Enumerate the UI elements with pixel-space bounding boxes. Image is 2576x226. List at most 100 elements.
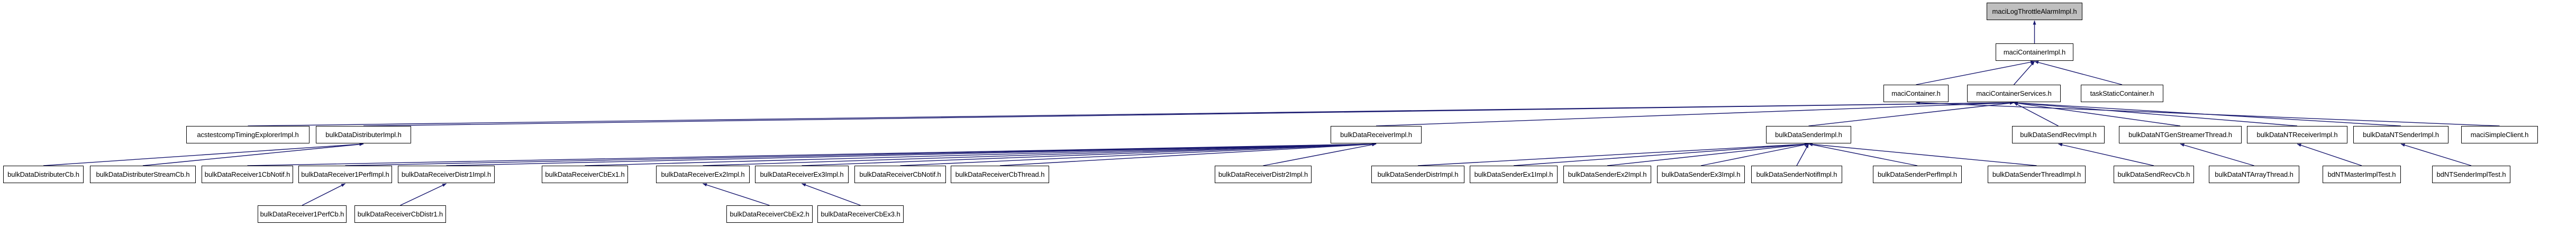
graph-node[interactable]: maciSimpleClient.h [2461, 126, 2538, 143]
graph-edge [2180, 143, 2254, 166]
graph-edge [1513, 142, 1809, 166]
graph-edge [345, 142, 1377, 166]
graph-node[interactable]: maciLogThrottleAlarmImpl.h [1987, 3, 2082, 20]
graph-node-label: bulkDataReceiverCbEx1.h [545, 170, 625, 178]
graph-node-label: bdNTSenderImplTest.h [2436, 170, 2506, 178]
graph-node-label: bulkDataReceiverEx3Impl.h [760, 170, 844, 178]
graph-node[interactable]: bulkDataDistributerStreamCb.h [90, 166, 196, 183]
graph-node-label: bulkDataReceiverCbEx2.h [730, 210, 809, 218]
graph-node[interactable]: acstestcompTimingExplorerImpl.h [186, 126, 310, 143]
graph-node-label: bulkDataReceiverImpl.h [1340, 131, 1412, 139]
graph-edge [1263, 143, 1377, 166]
graph-node[interactable]: bulkDataReceiverEx2Impl.h [656, 166, 750, 183]
graph-edge [363, 101, 2014, 126]
graph-node-label: bulkDataReceiver1PerfCb.h [260, 210, 344, 218]
graph-node-label: bulkDataDistributerStreamCb.h [96, 170, 190, 178]
graph-edge [1376, 101, 2014, 126]
graph-edge [247, 142, 1377, 166]
graph-node-label: bulkDataDistributerCb.h [7, 170, 79, 178]
graph-edge [802, 142, 1377, 166]
graph-node-label: bulkDataReceiver1CbNotif.h [204, 170, 290, 178]
graph-node[interactable]: bulkDataSenderDistrImpl.h [1371, 166, 1464, 183]
graph-edge [1916, 60, 2035, 85]
graph-node[interactable]: bdNTSenderImplTest.h [2432, 166, 2510, 183]
graph-node-label: maciLogThrottleAlarmImpl.h [1992, 7, 2077, 15]
graph-node[interactable]: bulkDataReceiverCbThread.h [951, 166, 1049, 183]
graph-edge [999, 142, 1377, 166]
graph-node-label: bulkDataNTArrayThread.h [2215, 170, 2293, 178]
graph-edge [585, 142, 1377, 166]
graph-node-label: bulkDataReceiverCbEx3.h [821, 210, 900, 218]
graph-edge [2014, 102, 2181, 126]
graph-node[interactable]: bulkDataNTReceiverImpl.h [2247, 126, 2347, 143]
graph-edge [302, 183, 345, 206]
graph-edge [248, 101, 2014, 126]
graph-edge [1808, 143, 1918, 166]
graph-node-label: bulkDataSenderPerfImpl.h [1877, 170, 1958, 178]
graph-node[interactable]: taskStaticContainer.h [2081, 85, 2163, 102]
graph-node[interactable]: bulkDataReceiverDistr2Impl.h [1215, 166, 1312, 183]
graph-node[interactable]: bulkDataNTSenderImpl.h [2353, 126, 2448, 143]
graph-edge [703, 183, 770, 206]
graph-node[interactable]: bulkDataDistributerImpl.h [316, 126, 411, 143]
graph-node[interactable]: bulkDataSendRecvCb.h [2114, 166, 2194, 183]
graph-node[interactable]: bulkDataReceiverDistr1Impl.h [398, 166, 495, 183]
graph-node[interactable]: bulkDataNTArrayThread.h [2209, 166, 2299, 183]
graph-node[interactable]: bulkDataReceiverCbEx1.h [542, 166, 628, 183]
graph-node-label: bulkDataSendRecvImpl.h [2020, 131, 2097, 139]
graph-node-label: bulkDataReceiverDistr1Impl.h [401, 170, 491, 178]
graph-edge [1808, 101, 2014, 126]
graph-node[interactable]: maciContainer.h [1883, 85, 1949, 102]
graph-edge [2014, 101, 2401, 126]
graph-edge [400, 183, 447, 206]
graph-edge [2058, 143, 2154, 166]
graph-node[interactable]: bulkDataSenderEx3Impl.h [1657, 166, 1745, 183]
graph-edge [1796, 143, 1809, 166]
graph-node[interactable]: bulkDataSenderEx2Impl.h [1563, 166, 1651, 183]
graph-edge [2297, 143, 2362, 166]
graph-node[interactable]: maciContainerImpl.h [1996, 43, 2073, 61]
graph-node-label: bulkDataReceiverCbNotif.h [859, 170, 941, 178]
graph-node-label: bulkDataSenderDistrImpl.h [1377, 170, 1459, 178]
graph-edge [2400, 143, 2472, 166]
graph-node[interactable]: bulkDataReceiver1PerfImpl.h [298, 166, 392, 183]
graph-node[interactable]: bulkDataReceiverEx3Impl.h [755, 166, 849, 183]
graph-edge [900, 142, 1377, 166]
graph-node[interactable]: bulkDataReceiverCbEx2.h [726, 205, 813, 223]
graph-node[interactable]: bulkDataSenderImpl.h [1766, 126, 1851, 143]
graph-node[interactable]: bulkDataReceiverImpl.h [1331, 126, 1422, 143]
graph-node-label: bulkDataReceiverEx2Impl.h [661, 170, 745, 178]
graph-edge [2034, 61, 2123, 85]
graph-edge [802, 183, 861, 206]
graph-node-label: bulkDataReceiverDistr2Impl.h [1218, 170, 1308, 178]
graph-node[interactable]: bulkDataReceiverCbNotif.h [854, 166, 946, 183]
graph-node[interactable]: maciContainerServices.h [1967, 85, 2061, 102]
graph-edge [446, 142, 1377, 166]
graph-node[interactable]: bulkDataSenderNotifImpl.h [1751, 166, 1842, 183]
graph-node[interactable]: bulkDataReceiver1PerfCb.h [258, 205, 347, 223]
graph-node[interactable]: bulkDataReceiverCbDistr1.h [354, 205, 446, 223]
graph-node[interactable]: bdNTMasterImplTest.h [2323, 166, 2401, 183]
graph-node[interactable]: bulkDataSenderThreadImpl.h [1988, 166, 2086, 183]
graph-edge [2014, 101, 2298, 126]
graph-node-label: bulkDataSenderEx2Impl.h [1568, 170, 1647, 178]
graph-edge [1607, 142, 1809, 166]
graph-node[interactable]: bulkDataDistributerCb.h [3, 166, 84, 183]
graph-node-label: maciSimpleClient.h [2470, 131, 2529, 139]
graph-node-label: bulkDataReceiverCbThread.h [955, 170, 1045, 178]
graph-node[interactable]: bulkDataReceiverCbEx3.h [817, 205, 904, 223]
graph-node[interactable]: bulkDataSendRecvImpl.h [2012, 126, 2105, 143]
graph-node-label: bdNTMasterImplTest.h [2327, 170, 2396, 178]
graph-node-label: taskStaticContainer.h [2090, 89, 2154, 97]
graph-node-label: bulkDataDistributerImpl.h [325, 131, 402, 139]
graph-node[interactable]: bulkDataReceiver1CbNotif.h [202, 166, 293, 183]
graph-node[interactable]: bulkDataSenderPerfImpl.h [1873, 166, 1962, 183]
graph-node[interactable]: bulkDataSenderEx1Impl.h [1470, 166, 1558, 183]
graph-node[interactable]: bulkDataNTGenStreamerThread.h [2119, 126, 2242, 143]
graph-edge [2013, 61, 2035, 85]
graph-node-label: bulkDataNTGenStreamerThread.h [2128, 131, 2232, 139]
graph-node-label: bulkDataReceiverCbDistr1.h [357, 210, 443, 218]
graph-node-label: bulkDataSendRecvCb.h [2117, 170, 2190, 178]
graph-edge [1417, 142, 1809, 166]
